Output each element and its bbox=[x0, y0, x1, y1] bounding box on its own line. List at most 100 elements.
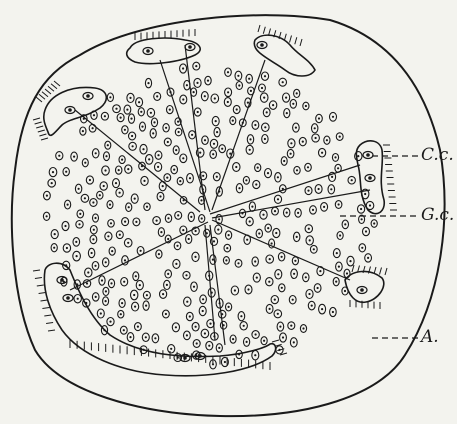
cell bbox=[252, 121, 259, 130]
cell bbox=[165, 214, 171, 222]
cell bbox=[107, 201, 113, 209]
flagellum bbox=[33, 118, 40, 120]
cell bbox=[177, 177, 183, 185]
cell bbox=[160, 290, 167, 299]
cell bbox=[281, 157, 287, 166]
cell bbox=[165, 270, 172, 278]
cell bbox=[119, 156, 125, 164]
cell bbox=[103, 258, 109, 267]
cell bbox=[144, 203, 150, 211]
flagellum bbox=[295, 37, 297, 44]
cell bbox=[88, 248, 94, 257]
cell bbox=[303, 102, 309, 110]
cell bbox=[71, 152, 78, 161]
cell bbox=[85, 268, 92, 277]
flagellum bbox=[39, 94, 45, 99]
cell bbox=[133, 272, 139, 281]
cell bbox=[155, 151, 162, 159]
cell bbox=[120, 326, 127, 334]
cell bbox=[75, 184, 81, 193]
nucleus bbox=[83, 93, 93, 100]
cell-field bbox=[43, 62, 377, 369]
cell bbox=[246, 217, 253, 226]
cell bbox=[213, 173, 220, 181]
cell bbox=[294, 166, 300, 174]
nucleus bbox=[65, 107, 75, 114]
cell bbox=[359, 244, 366, 252]
cell bbox=[266, 255, 274, 263]
cell bbox=[305, 187, 312, 195]
cell bbox=[153, 217, 161, 225]
cell bbox=[175, 128, 182, 136]
cell bbox=[299, 137, 306, 145]
cell bbox=[280, 185, 287, 193]
cell bbox=[308, 301, 315, 310]
cell bbox=[129, 142, 137, 150]
flagellum bbox=[258, 25, 260, 32]
cell bbox=[156, 250, 162, 258]
cell bbox=[199, 215, 205, 223]
flagellum bbox=[44, 315, 51, 316]
cell bbox=[290, 99, 296, 108]
cell bbox=[143, 301, 149, 310]
flagellum bbox=[37, 285, 44, 286]
cell bbox=[105, 141, 111, 149]
cell bbox=[293, 123, 300, 132]
cell bbox=[231, 286, 238, 295]
cell bbox=[173, 259, 180, 268]
cell bbox=[266, 304, 273, 313]
cell bbox=[212, 116, 219, 125]
cell bbox=[199, 306, 206, 315]
cell bbox=[97, 309, 104, 318]
cell bbox=[246, 74, 252, 83]
cell bbox=[174, 242, 181, 250]
cell bbox=[271, 296, 278, 304]
cell bbox=[358, 205, 365, 213]
flagellum bbox=[39, 134, 46, 136]
cell bbox=[102, 166, 110, 175]
cell bbox=[131, 290, 138, 300]
cell bbox=[262, 123, 270, 131]
cell bbox=[330, 112, 337, 121]
cell bbox=[236, 184, 242, 193]
cell bbox=[347, 256, 354, 266]
cell bbox=[168, 345, 175, 353]
cell bbox=[49, 168, 57, 177]
flagellum bbox=[35, 122, 42, 124]
flagellum bbox=[51, 84, 57, 89]
cell bbox=[269, 239, 275, 248]
cell bbox=[164, 138, 171, 146]
cell bbox=[219, 310, 226, 318]
cell bbox=[147, 108, 154, 117]
cell bbox=[247, 135, 253, 144]
cell bbox=[107, 93, 113, 102]
cell bbox=[151, 118, 157, 127]
cell bbox=[244, 235, 251, 244]
cell bbox=[223, 257, 229, 265]
cell bbox=[210, 139, 217, 148]
cell bbox=[279, 78, 287, 86]
cell bbox=[246, 145, 253, 154]
nucleus bbox=[363, 152, 373, 159]
cell bbox=[312, 134, 320, 142]
cell bbox=[107, 318, 114, 326]
flagellum bbox=[352, 265, 354, 272]
cell bbox=[245, 285, 252, 294]
cell bbox=[239, 119, 246, 127]
cell bbox=[348, 176, 355, 184]
cell bbox=[226, 303, 232, 311]
cell bbox=[202, 136, 209, 145]
cell bbox=[63, 244, 70, 252]
cell bbox=[73, 251, 81, 261]
cell bbox=[238, 312, 245, 321]
cell bbox=[116, 166, 122, 174]
flagellum bbox=[36, 97, 42, 102]
cell bbox=[192, 322, 199, 331]
cell bbox=[81, 194, 89, 202]
cell bbox=[225, 68, 232, 76]
cell bbox=[275, 270, 282, 279]
cell bbox=[332, 154, 338, 162]
cell bbox=[65, 200, 71, 209]
cell bbox=[117, 114, 124, 122]
cell bbox=[324, 136, 330, 144]
